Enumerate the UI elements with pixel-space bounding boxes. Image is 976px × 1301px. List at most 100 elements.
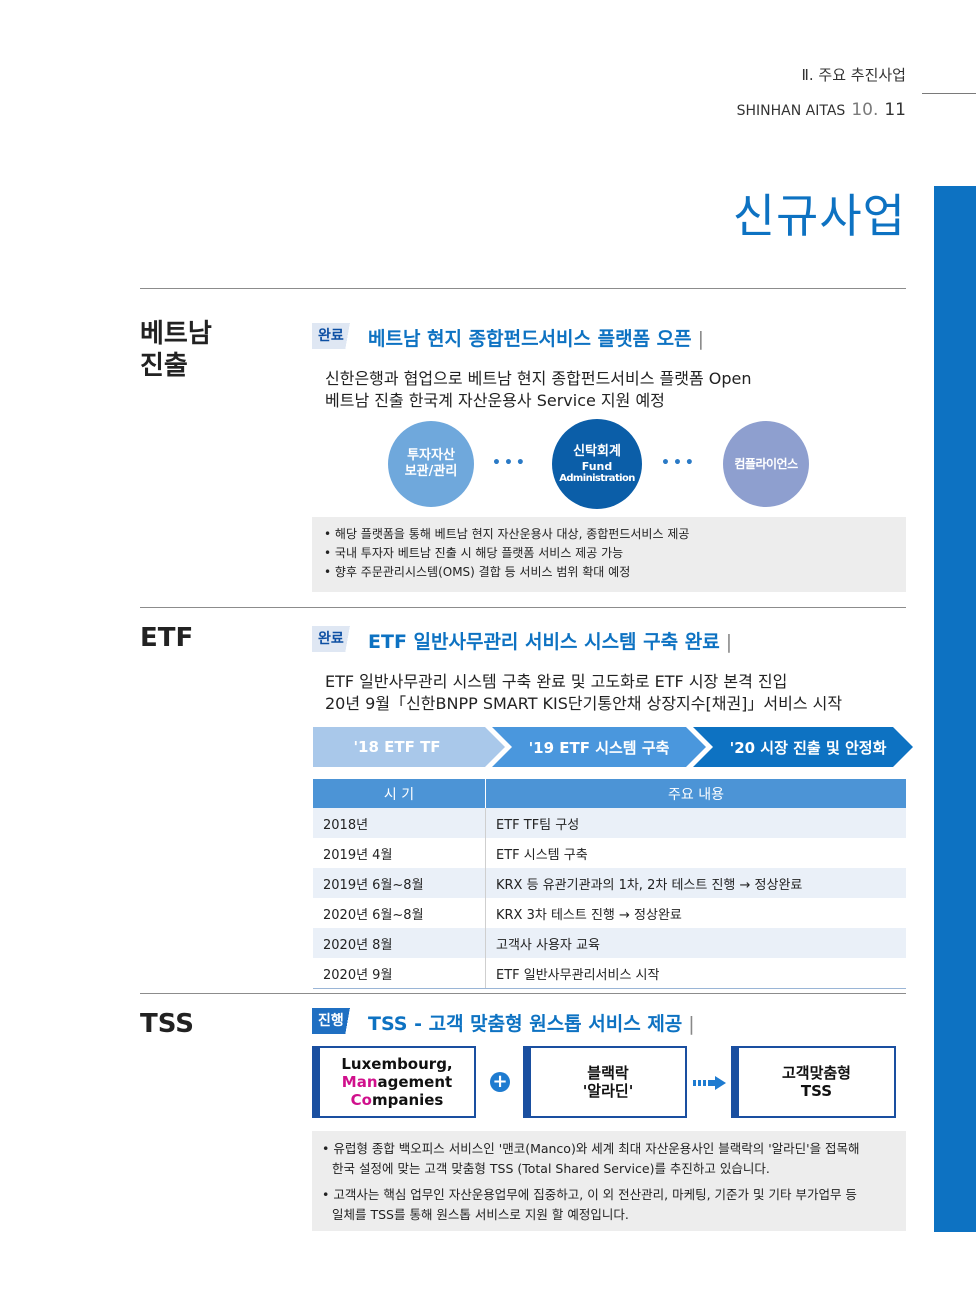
- box-text-rest: agement: [377, 1073, 453, 1091]
- bullet-text: 해당 플랫폼을 통해 베트남 현지 자산운용사 대상, 종합펀드서비스 제공: [334, 527, 690, 541]
- circle-text: 보관/관리: [404, 464, 458, 479]
- page-title: 신규사업: [732, 189, 906, 243]
- table-row: 2019년 6월~8월 KRX 등 유관기관과의 1차, 2차 테스트 진행 →…: [313, 868, 906, 898]
- bullet-text: 일체를 TSS를 통해 원스톱 서비스로 지원 할 예정입니다.: [332, 1207, 629, 1222]
- circle-text: 컴플라이언스: [734, 457, 798, 471]
- box-text: 블랙락: [587, 1064, 629, 1082]
- status-badge: 완료: [312, 323, 356, 349]
- table-cell: KRX 등 유관기관과의 1차, 2차 테스트 진행 → 정상완료: [485, 868, 906, 898]
- service-circle-fund-admin: 신탁회계 Fund Administration: [552, 419, 642, 509]
- page-number-left: 10.: [851, 100, 879, 120]
- description-line: ETF 일반사무관리 시스템 구축 완료 및 고도화로 ETF 시장 본격 진입: [325, 672, 788, 691]
- box-text: Companies: [351, 1091, 444, 1109]
- description-line: 신한은행과 협업으로 베트남 현지 종합펀드서비스 플랫폼 Open: [325, 369, 752, 388]
- aladdin-box: 블랙락 '알라딘': [523, 1046, 687, 1118]
- table-cell: 2020년 8월: [313, 928, 486, 958]
- circle-text: 투자자산: [407, 448, 455, 463]
- heading-text: 베트남 현지 종합펀드서비스 플랫폼 오픈: [368, 328, 692, 350]
- column-header: 주요 내용: [485, 779, 906, 808]
- service-circle-compliance: 컴플라이언스: [723, 421, 809, 507]
- page-header-brand: SHINHAN AITAS 10.11: [737, 100, 906, 120]
- timeline-step-2020: '20 시장 진출 및 안정화: [693, 727, 913, 767]
- accent-text: Co: [350, 1091, 372, 1109]
- bullet-item: • 향후 주문관리시스템(OMS) 결합 등 서비스 범위 확대 예정: [324, 565, 631, 579]
- section-divider: [140, 288, 906, 289]
- circle-text: Administration: [559, 472, 635, 484]
- bullet-box: • 해당 플랫폼을 통해 베트남 현지 자산운용사 대상, 종합펀드서비스 제공…: [312, 517, 906, 592]
- bullet-item: • 고객사는 핵심 업무인 자산운용업무에 집중하고, 이 외 전산관리, 마케…: [322, 1185, 902, 1225]
- section-title: Ⅱ. 주요 추진사업: [801, 66, 907, 84]
- section-heading: TSS - 고객 맞춤형 원스톱 서비스 제공|: [368, 1009, 695, 1036]
- table-row: 2018년 ETF TF팀 구성: [313, 808, 906, 838]
- connector-dots: •••: [661, 455, 697, 471]
- accent-text: Man: [341, 1073, 378, 1091]
- section-heading: 베트남 현지 종합펀드서비스 플랫폼 오픈|: [368, 324, 704, 351]
- table-cell: 2018년: [313, 808, 486, 838]
- table-row: 2020년 8월 고객사 사용자 교육: [313, 928, 906, 958]
- service-circle-custody: 투자자산 보관/관리: [388, 421, 474, 507]
- heading-text: TSS - 고객 맞춤형 원스톱 서비스 제공: [368, 1013, 683, 1035]
- table-cell: ETF 시스템 구축: [496, 847, 588, 863]
- table-cell: 2019년 6월~8월: [313, 868, 486, 898]
- custom-tss-box: 고객맞춤형 TSS: [731, 1046, 896, 1118]
- timeline-step-2018: '18 ETF TF: [313, 727, 505, 767]
- brand-name: SHINHAN AITAS: [736, 103, 846, 119]
- heading-pipe: |: [688, 1013, 695, 1035]
- bullet-text: 한국 설정에 맞는 고객 맞춤형 TSS (Total Shared Servi…: [332, 1161, 770, 1176]
- circle-text: Fund: [581, 459, 613, 473]
- heading-pipe: |: [725, 631, 733, 653]
- section-label-tss: TSS: [140, 1009, 195, 1039]
- heading-text: ETF 일반사무관리 서비스 시스템 구축 완료: [368, 631, 720, 653]
- section-heading: ETF 일반사무관리 서비스 시스템 구축 완료|: [368, 627, 732, 654]
- manco-box: Luxembourg, Management Companies: [312, 1046, 476, 1118]
- table-cell: 2019년 4월: [313, 838, 486, 868]
- timeline-step-2019: '19 ETF 시스템 구축: [492, 727, 706, 767]
- box-text: Management: [342, 1073, 452, 1091]
- box-text: '알라딘': [582, 1082, 634, 1100]
- bullet-item: • 해당 플랫폼을 통해 베트남 현지 자산운용사 대상, 종합펀드서비스 제공: [324, 527, 690, 541]
- arrow-right-icon: [693, 1075, 727, 1094]
- heading-pipe: |: [697, 328, 705, 350]
- table-cell: 2020년 6월~8월: [313, 898, 486, 928]
- bullet-text: 국내 투자자 베트남 진출 시 해당 플랫폼 서비스 제공 가능: [334, 546, 624, 560]
- box-text-rest: mpanies: [371, 1091, 444, 1109]
- table-row: 2020년 6월~8월 KRX 3차 테스트 진행 → 정상완료: [313, 898, 906, 928]
- circle-text: 신탁회계: [573, 443, 621, 459]
- section-label-etf: ETF: [140, 623, 194, 653]
- side-accent-bar: [934, 186, 976, 1232]
- table-header-row: 시 기 주요 내용: [313, 779, 906, 808]
- column-header: 시 기: [313, 779, 486, 808]
- plus-icon: +: [490, 1072, 510, 1092]
- box-text: 고객맞춤형: [781, 1064, 851, 1082]
- page-number-right: 11: [884, 100, 906, 120]
- table-cell: 2020년 9월: [313, 958, 486, 989]
- table-cell: KRX 3차 테스트 진행 → 정상완료: [496, 907, 682, 923]
- section-label-vietnam: 베트남 진출: [140, 318, 212, 382]
- table-row: 2020년 9월 ETF 일반사무관리서비스 시작: [313, 958, 906, 989]
- header-divider: [922, 93, 976, 94]
- section-divider: [140, 607, 906, 608]
- label-line: 베트남: [140, 319, 212, 349]
- table-cell: ETF 일반사무관리서비스 시작: [485, 958, 906, 989]
- etf-schedule-table: 시 기 주요 내용 2018년 ETF TF팀 구성 2019년 4월 ETF …: [313, 779, 906, 989]
- bullet-item: • 유럽형 종합 백오피스 서비스인 '맨코(Manco)와 세계 최대 자산운…: [322, 1139, 902, 1179]
- connector-dots: •••: [492, 455, 528, 471]
- section-divider: [140, 993, 906, 994]
- description-line: 베트남 진출 한국계 자산운용사 Service 지원 예정: [325, 391, 665, 410]
- status-badge: 완료: [312, 626, 356, 652]
- bullet-text: 고객사는 핵심 업무인 자산운용업무에 집중하고, 이 외 전산관리, 마케팅,…: [333, 1187, 857, 1202]
- bullet-box: • 유럽형 종합 백오피스 서비스인 '맨코(Manco)와 세계 최대 자산운…: [312, 1131, 906, 1231]
- table-row: 2019년 4월 ETF 시스템 구축: [313, 838, 906, 868]
- step-label: '18 ETF TF: [353, 738, 441, 756]
- table-cell: ETF TF팀 구성: [485, 808, 906, 838]
- description-line: 20년 9월「신한BNPP SMART KIS단기통안채 상장지수[채권]」서비…: [325, 694, 843, 713]
- bullet-item: • 국내 투자자 베트남 진출 시 해당 플랫폼 서비스 제공 가능: [324, 546, 624, 560]
- step-label: '19 ETF 시스템 구축: [528, 738, 670, 757]
- bullet-text: 향후 주문관리시스템(OMS) 결합 등 서비스 범위 확대 예정: [334, 565, 631, 579]
- box-text: Luxembourg,: [341, 1055, 453, 1073]
- label-line: 진출: [140, 351, 188, 381]
- status-badge: 진행: [312, 1008, 356, 1034]
- table-cell: 고객사 사용자 교육: [485, 928, 906, 958]
- step-label: '20 시장 진출 및 안정화: [729, 738, 887, 757]
- box-text: TSS: [800, 1082, 833, 1100]
